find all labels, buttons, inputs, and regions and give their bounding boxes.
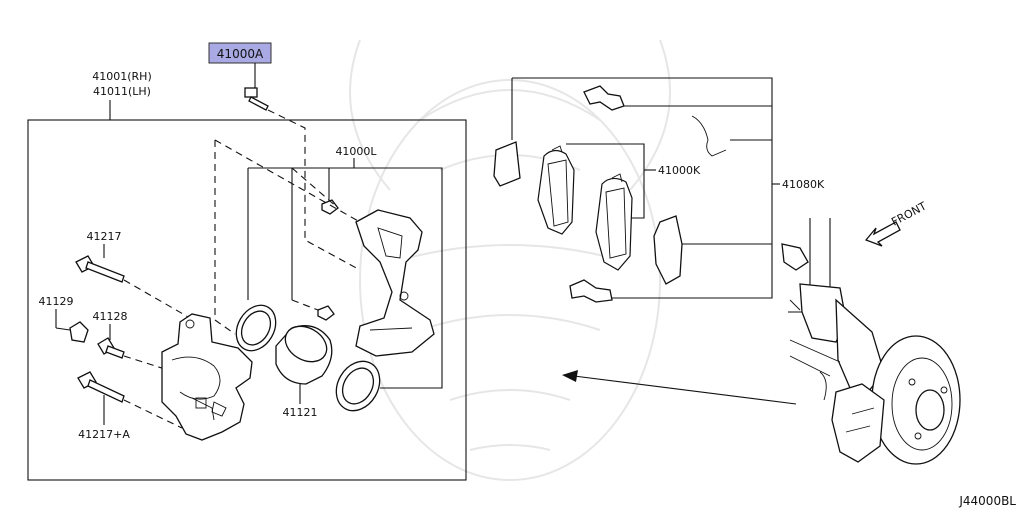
pad-clip-lower[interactable] bbox=[569, 279, 613, 303]
pad-shim-outer[interactable] bbox=[493, 141, 521, 187]
brake-pad-outer[interactable] bbox=[537, 145, 575, 235]
caliper-body[interactable] bbox=[161, 313, 253, 441]
knuckle-hub-assembly[interactable] bbox=[781, 218, 961, 465]
watermark bbox=[349, 39, 671, 481]
anti-rattle-spring[interactable] bbox=[691, 115, 727, 157]
dash-caliper-1 bbox=[214, 139, 361, 335]
label-41080k: 41080K bbox=[782, 178, 825, 191]
label-41121: 41121 bbox=[283, 406, 318, 419]
label-41000a: 41000A bbox=[217, 47, 264, 61]
bleeder-screw-41128[interactable] bbox=[97, 337, 125, 359]
caliper-assembly-box bbox=[27, 119, 467, 481]
bracket-41000l bbox=[248, 167, 443, 389]
piston[interactable] bbox=[275, 319, 333, 385]
dash-41128 bbox=[123, 355, 169, 371]
bleeder-cap-41129[interactable] bbox=[69, 321, 89, 343]
label-41011: 41011(LH) bbox=[93, 85, 151, 98]
label-41128: 41128 bbox=[93, 310, 128, 323]
torque-member[interactable] bbox=[355, 209, 435, 357]
assembly-arrow bbox=[562, 370, 797, 405]
label-41129: 41129 bbox=[39, 295, 74, 308]
part-41000a-highlight[interactable] bbox=[208, 42, 272, 64]
leader-41129-b bbox=[55, 327, 71, 331]
front-arrow bbox=[864, 221, 901, 247]
label-41000l: 41000L bbox=[335, 145, 377, 158]
label-front: FRONT bbox=[889, 199, 929, 228]
figure-id: J44000BL bbox=[958, 494, 1016, 508]
guide-pin-bolt-41217a[interactable] bbox=[77, 371, 125, 403]
label-41217a: 41217+A bbox=[78, 428, 130, 441]
piston-seal-ring[interactable] bbox=[228, 298, 283, 358]
bracket-41080k bbox=[512, 77, 773, 299]
dash-41217 bbox=[123, 279, 191, 319]
dash-bolt-lower bbox=[291, 299, 319, 311]
label-41000k: 41000K bbox=[658, 164, 701, 177]
label-41001: 41001(RH) bbox=[92, 70, 152, 83]
dash-bolt-upper bbox=[291, 167, 339, 209]
guide-pin-bolt-41217[interactable] bbox=[75, 255, 125, 283]
dust-boot[interactable] bbox=[328, 353, 389, 418]
bracket-41000k bbox=[566, 143, 645, 219]
pad-clip-upper[interactable] bbox=[583, 85, 625, 111]
bracket-bolt-lower[interactable] bbox=[317, 305, 335, 321]
bolt-41000a[interactable] bbox=[244, 87, 269, 111]
dash-41217a bbox=[123, 399, 183, 429]
pad-shim-inner[interactable] bbox=[653, 215, 683, 285]
dash-41000a bbox=[267, 109, 361, 271]
brake-pad-inner[interactable] bbox=[595, 173, 633, 271]
label-41217: 41217 bbox=[87, 230, 122, 243]
